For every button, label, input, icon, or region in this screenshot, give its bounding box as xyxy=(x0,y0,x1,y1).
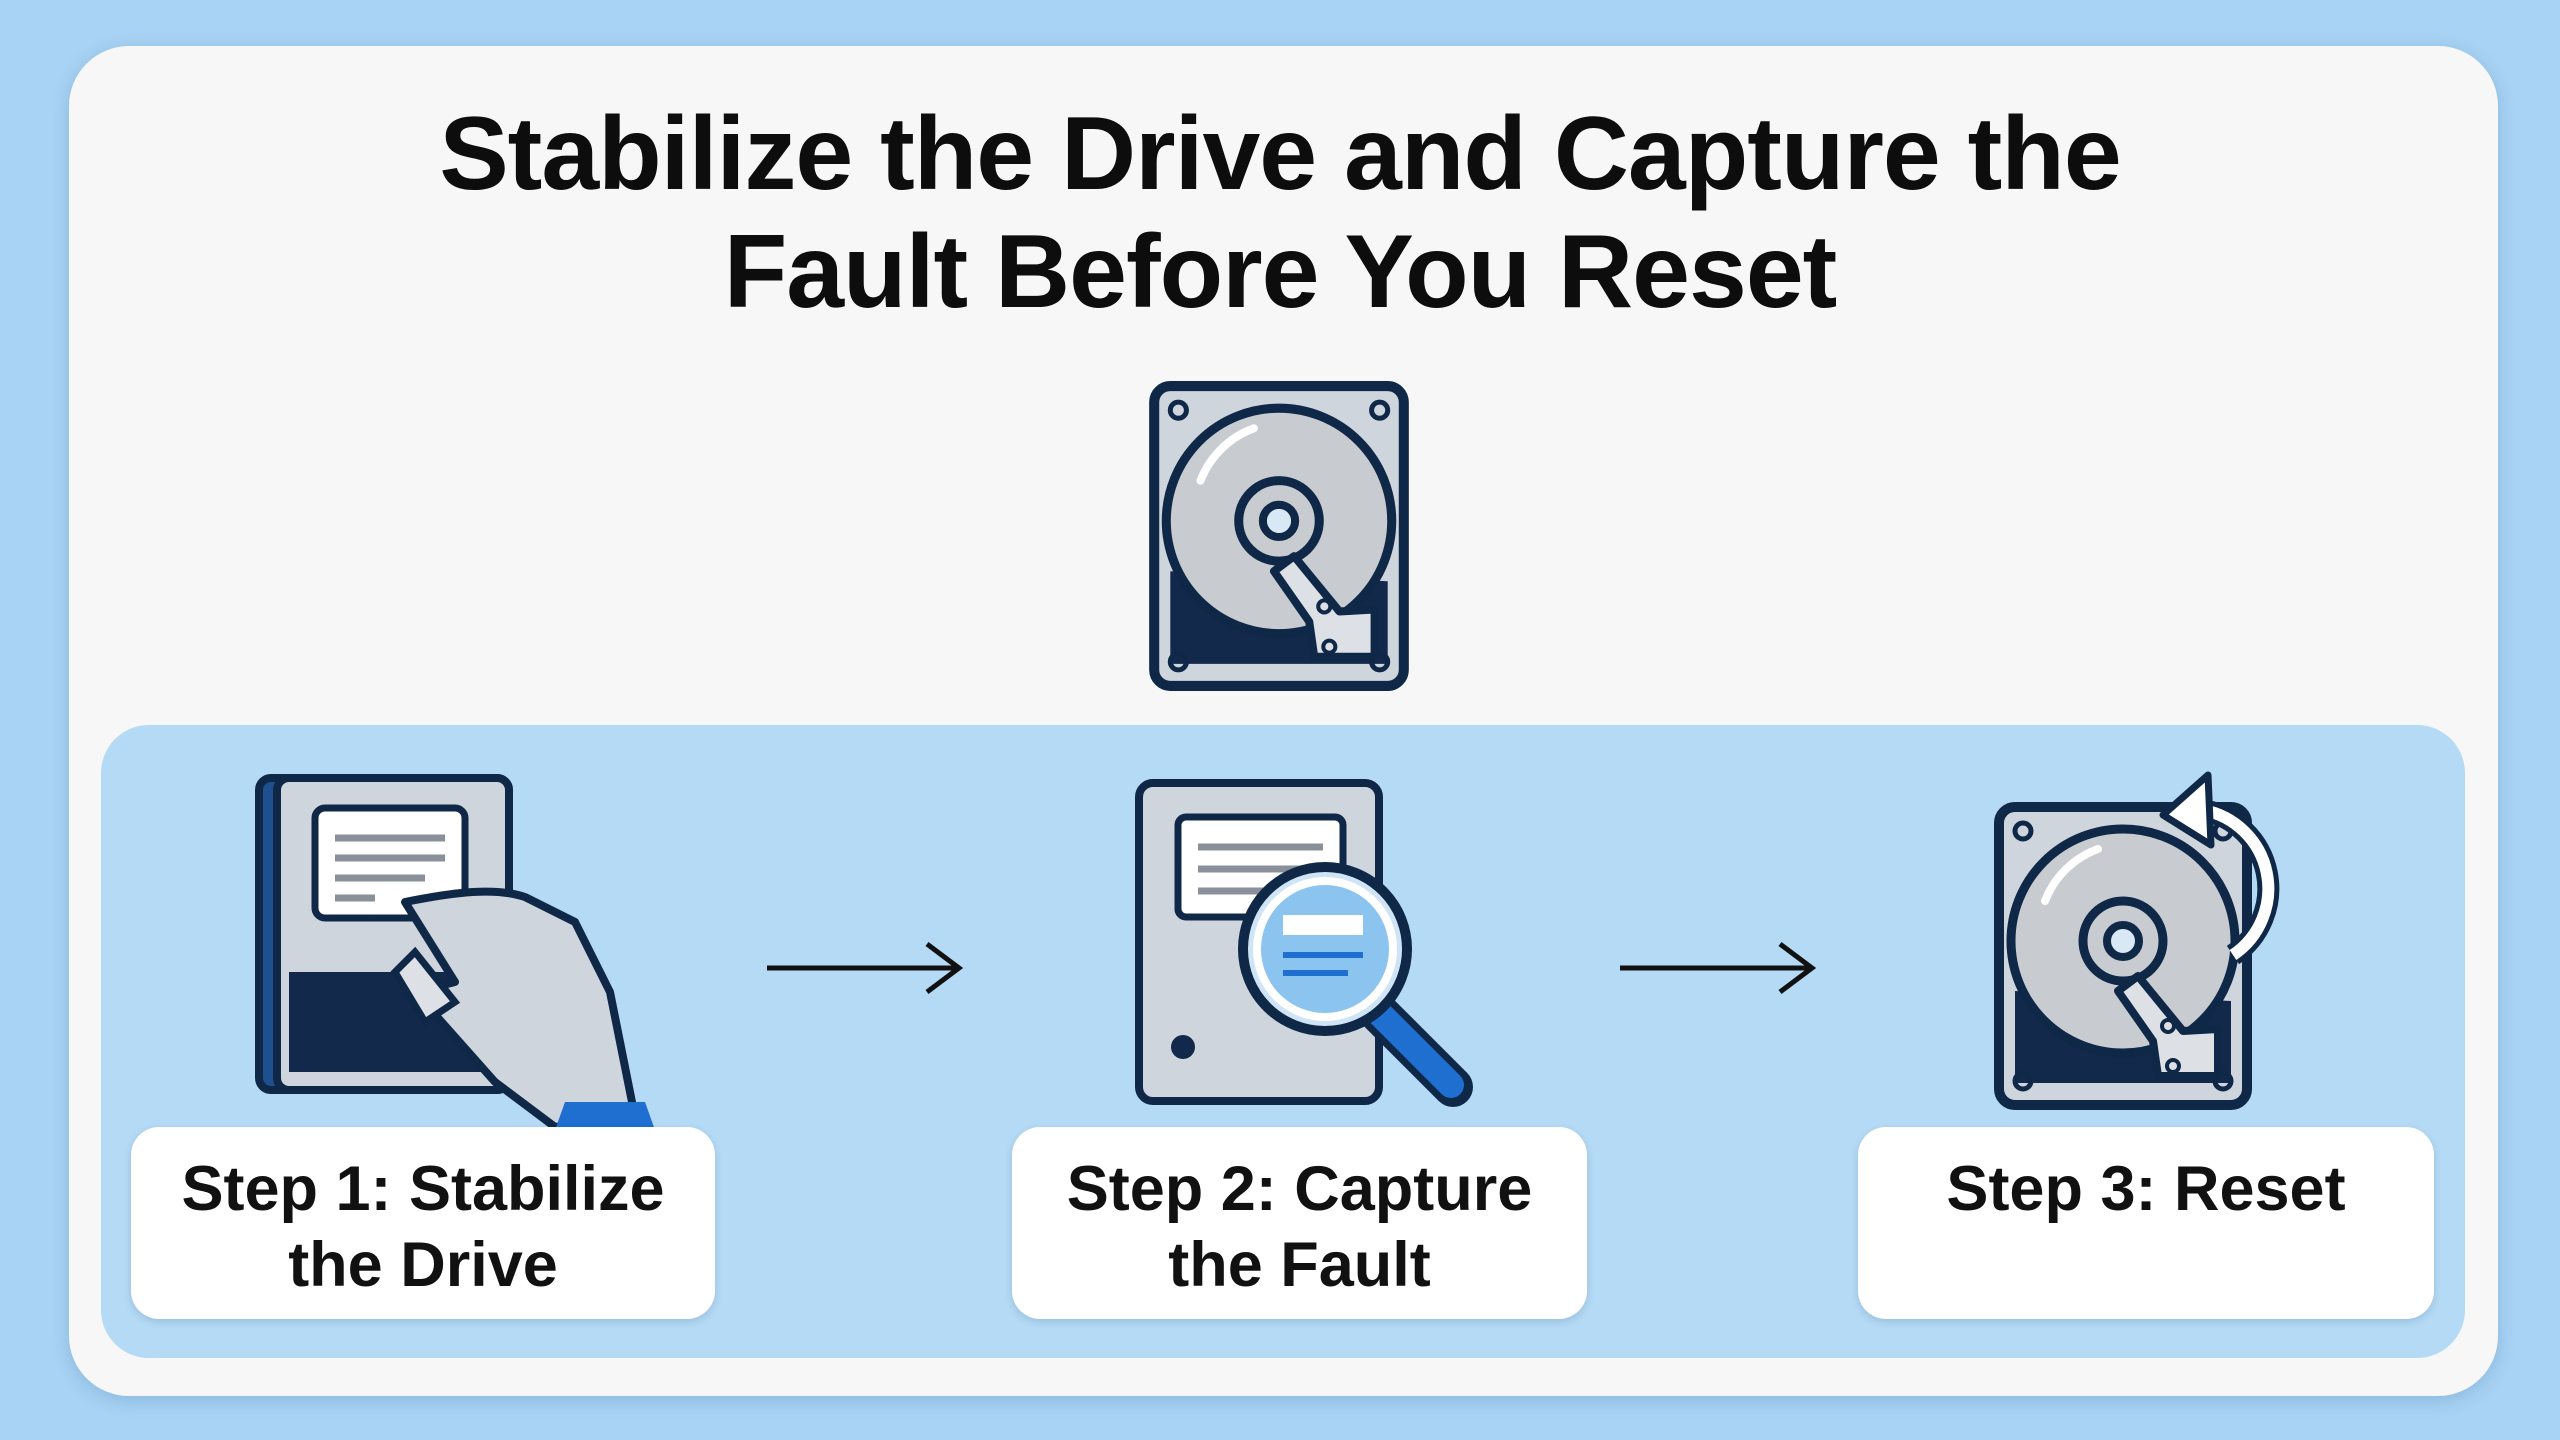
hard-drive-icon xyxy=(1148,380,1410,692)
step-2-label: Step 2: Capture xyxy=(1066,1154,1533,1224)
step-2-label-line-2: the Fault xyxy=(1168,1230,1431,1300)
step-1-label-line-2: the Drive xyxy=(288,1230,558,1300)
step-3-card: Step 3: Reset xyxy=(1858,1127,2434,1319)
drive-magnifier-icon xyxy=(1135,779,1473,1107)
step-1-card: Step 1: Stabilize the Drive xyxy=(131,1127,715,1319)
hand-holding-drive-icon xyxy=(255,774,655,1130)
title-line-1: Stabilize the Drive and Capture the xyxy=(439,96,2121,212)
step-1-label: Step 1: Stabilize xyxy=(181,1154,665,1224)
drive-reset-icon xyxy=(1993,771,2280,1113)
page-title: Stabilize the Drive and Capture the Faul… xyxy=(0,95,2560,331)
title-line-2: Fault Before You Reset xyxy=(723,214,1838,330)
step-2-card: Step 2: Capture the Fault xyxy=(1012,1127,1587,1319)
arrow-right-icon xyxy=(1620,942,1817,994)
step-3-label: Step 3: Reset xyxy=(1946,1154,2346,1224)
arrow-right-icon xyxy=(767,942,964,994)
